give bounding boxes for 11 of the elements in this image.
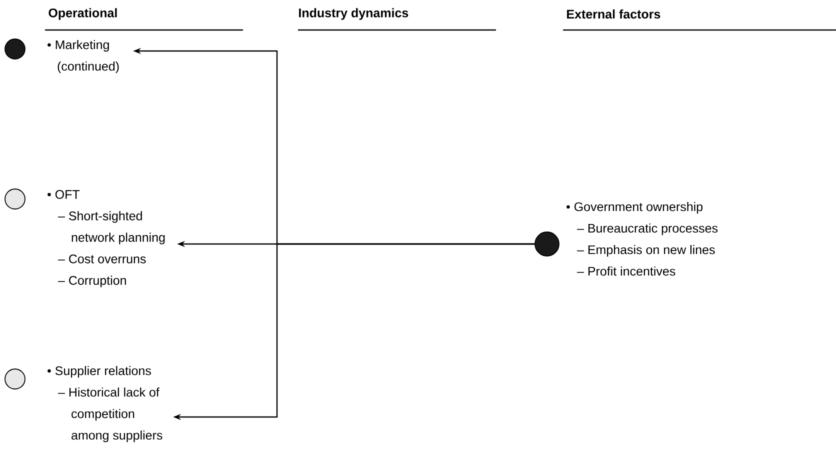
column-heading: External factors [567, 9, 660, 19]
bullet-list: • Supplier relations – Historical lack of competition among suppliers [48, 366, 162, 442]
indicator-circle [4, 188, 26, 210]
indicator-circle [4, 38, 26, 60]
bullet-list: • Marketing (continued) [48, 40, 119, 74]
bullet-list: • OFT – Short-sighted network planning – Cost overruns – Corruption [48, 190, 165, 288]
bullet-list: • Government ownership – Bureaucratic processes – Emphasis on new lines – Profit incentives [566, 202, 718, 276]
column-heading: Industry dynamics [299, 8, 408, 20]
indicator-circle [4, 368, 26, 390]
column-heading: Operational [48, 8, 117, 20]
indicator-circle [534, 232, 560, 256]
